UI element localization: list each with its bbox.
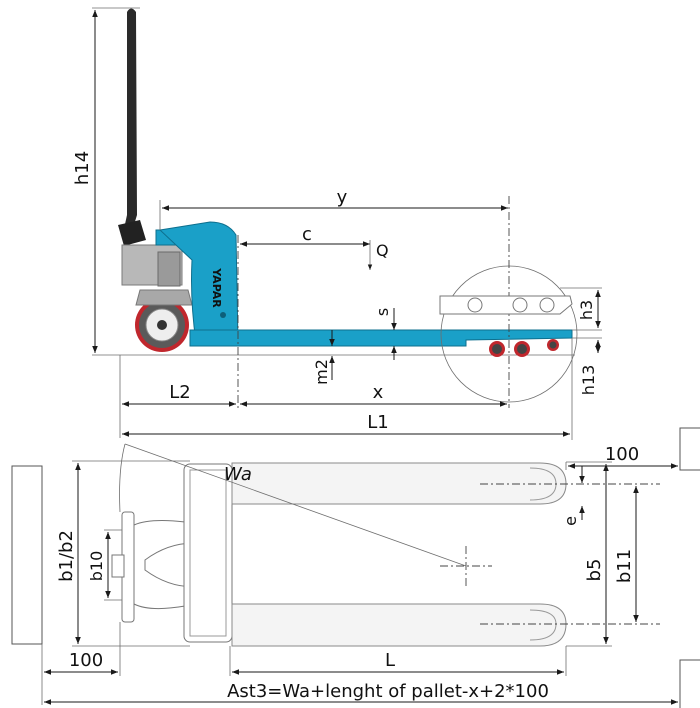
fork-upper (231, 462, 567, 505)
chassis-plate (183, 463, 233, 643)
y-label: y (337, 187, 348, 208)
Wa-label: Wa (224, 464, 252, 485)
m2-label: m2 (312, 359, 331, 385)
dist100-left-label: 100 (69, 650, 103, 671)
b10-label: b10 (87, 551, 106, 582)
tiller-handle (122, 8, 137, 238)
L1-label: L1 (367, 412, 388, 433)
chassis-bolt (220, 312, 226, 318)
Wa-radius-line (124, 443, 467, 567)
Q-label: Q (376, 241, 389, 260)
fork-lower (231, 603, 567, 647)
L-label: L (385, 650, 395, 671)
e-label: e (561, 516, 580, 526)
x-label: x (373, 382, 384, 403)
h3-label: h3 (577, 300, 596, 320)
pallet-right-bottom (679, 659, 700, 708)
b1b2-label: b1/b2 (56, 530, 77, 582)
h14-label: h14 (72, 151, 93, 185)
top-view: b1/b2 b10 Wa 100 e (11, 427, 700, 708)
b5-label: b5 (584, 559, 605, 582)
pallet-left (11, 465, 43, 645)
brand-logo: YAPAR (210, 267, 223, 308)
s-label: s (373, 308, 392, 316)
dist100-top-label: 100 (605, 444, 639, 465)
side-view: h14 YAPAR y c Q s (72, 7, 602, 440)
pallet-right-top (679, 427, 700, 471)
pump-cylinder (157, 251, 181, 287)
pump-knob-top (111, 554, 125, 578)
b11-label: b11 (614, 549, 635, 583)
h13-label: h13 (579, 365, 598, 396)
ast3-label: Ast3=Wa+lenght of pallet-x+2*100 (227, 681, 549, 702)
L2-label: L2 (169, 382, 190, 403)
handle-joint (118, 220, 146, 246)
Wa-arc (119, 443, 126, 513)
chassis-fork (189, 329, 573, 347)
c-label: c (302, 224, 312, 245)
